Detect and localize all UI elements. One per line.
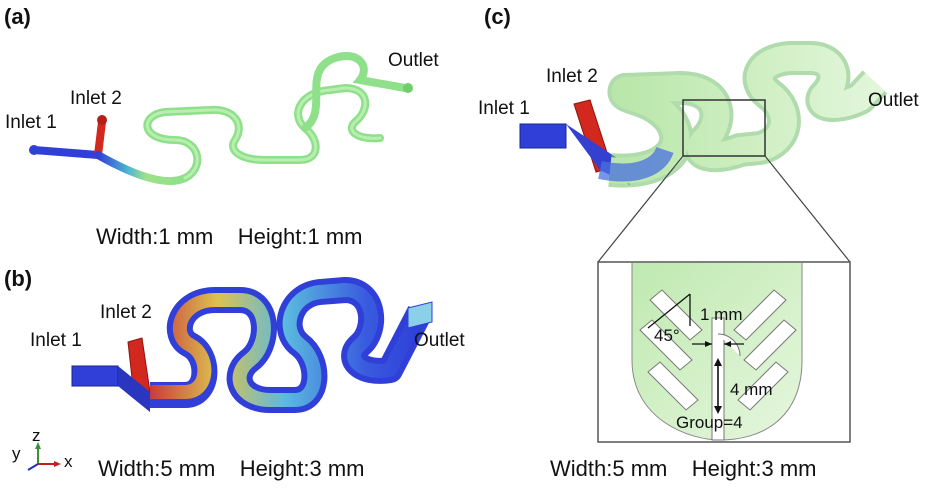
zoom-group-label: Group=4 xyxy=(676,413,743,432)
zoom-length-label: 4 mm xyxy=(730,380,773,399)
panel-b-inlet1-label: Inlet 1 xyxy=(30,330,82,351)
panel-c-letter: (c) xyxy=(484,4,511,29)
panel-a-inlet2-label: Inlet 2 xyxy=(70,88,122,109)
axis-y-label: y xyxy=(12,444,21,463)
panel-c-outlet-label: Outlet xyxy=(868,90,919,111)
axis-x-label: x xyxy=(64,452,73,471)
panel-b-letter: (b) xyxy=(4,266,33,291)
panel-a-letter: (a) xyxy=(4,4,31,29)
panel-a-inlet1-label: Inlet 1 xyxy=(5,112,57,133)
panel-a-channel xyxy=(29,52,413,185)
panel-a-outlet-label: Outlet xyxy=(388,50,439,71)
axis-z-label: z xyxy=(32,426,41,445)
axes-triad xyxy=(27,442,61,471)
panel-b-channel xyxy=(71,277,433,413)
zoom-angle-label: 45° xyxy=(654,326,680,345)
panel-c-inlet2-label: Inlet 2 xyxy=(546,66,598,87)
zoom-gap-label: 1 mm xyxy=(700,305,743,324)
panel-c-channel xyxy=(519,41,888,263)
panel-b-outlet-label: Outlet xyxy=(414,330,465,351)
zoom-detail xyxy=(597,261,851,443)
panel-c-dimensions: Width:5 mm Height:3 mm xyxy=(550,456,817,481)
panel-b-inlet2-label: Inlet 2 xyxy=(100,302,152,323)
panel-a-dimensions: Width:1 mm Height:1 mm xyxy=(96,224,363,249)
panel-c-inlet1-label: Inlet 1 xyxy=(478,98,530,119)
panel-b-dimensions: Width:5 mm Height:3 mm xyxy=(98,456,365,481)
